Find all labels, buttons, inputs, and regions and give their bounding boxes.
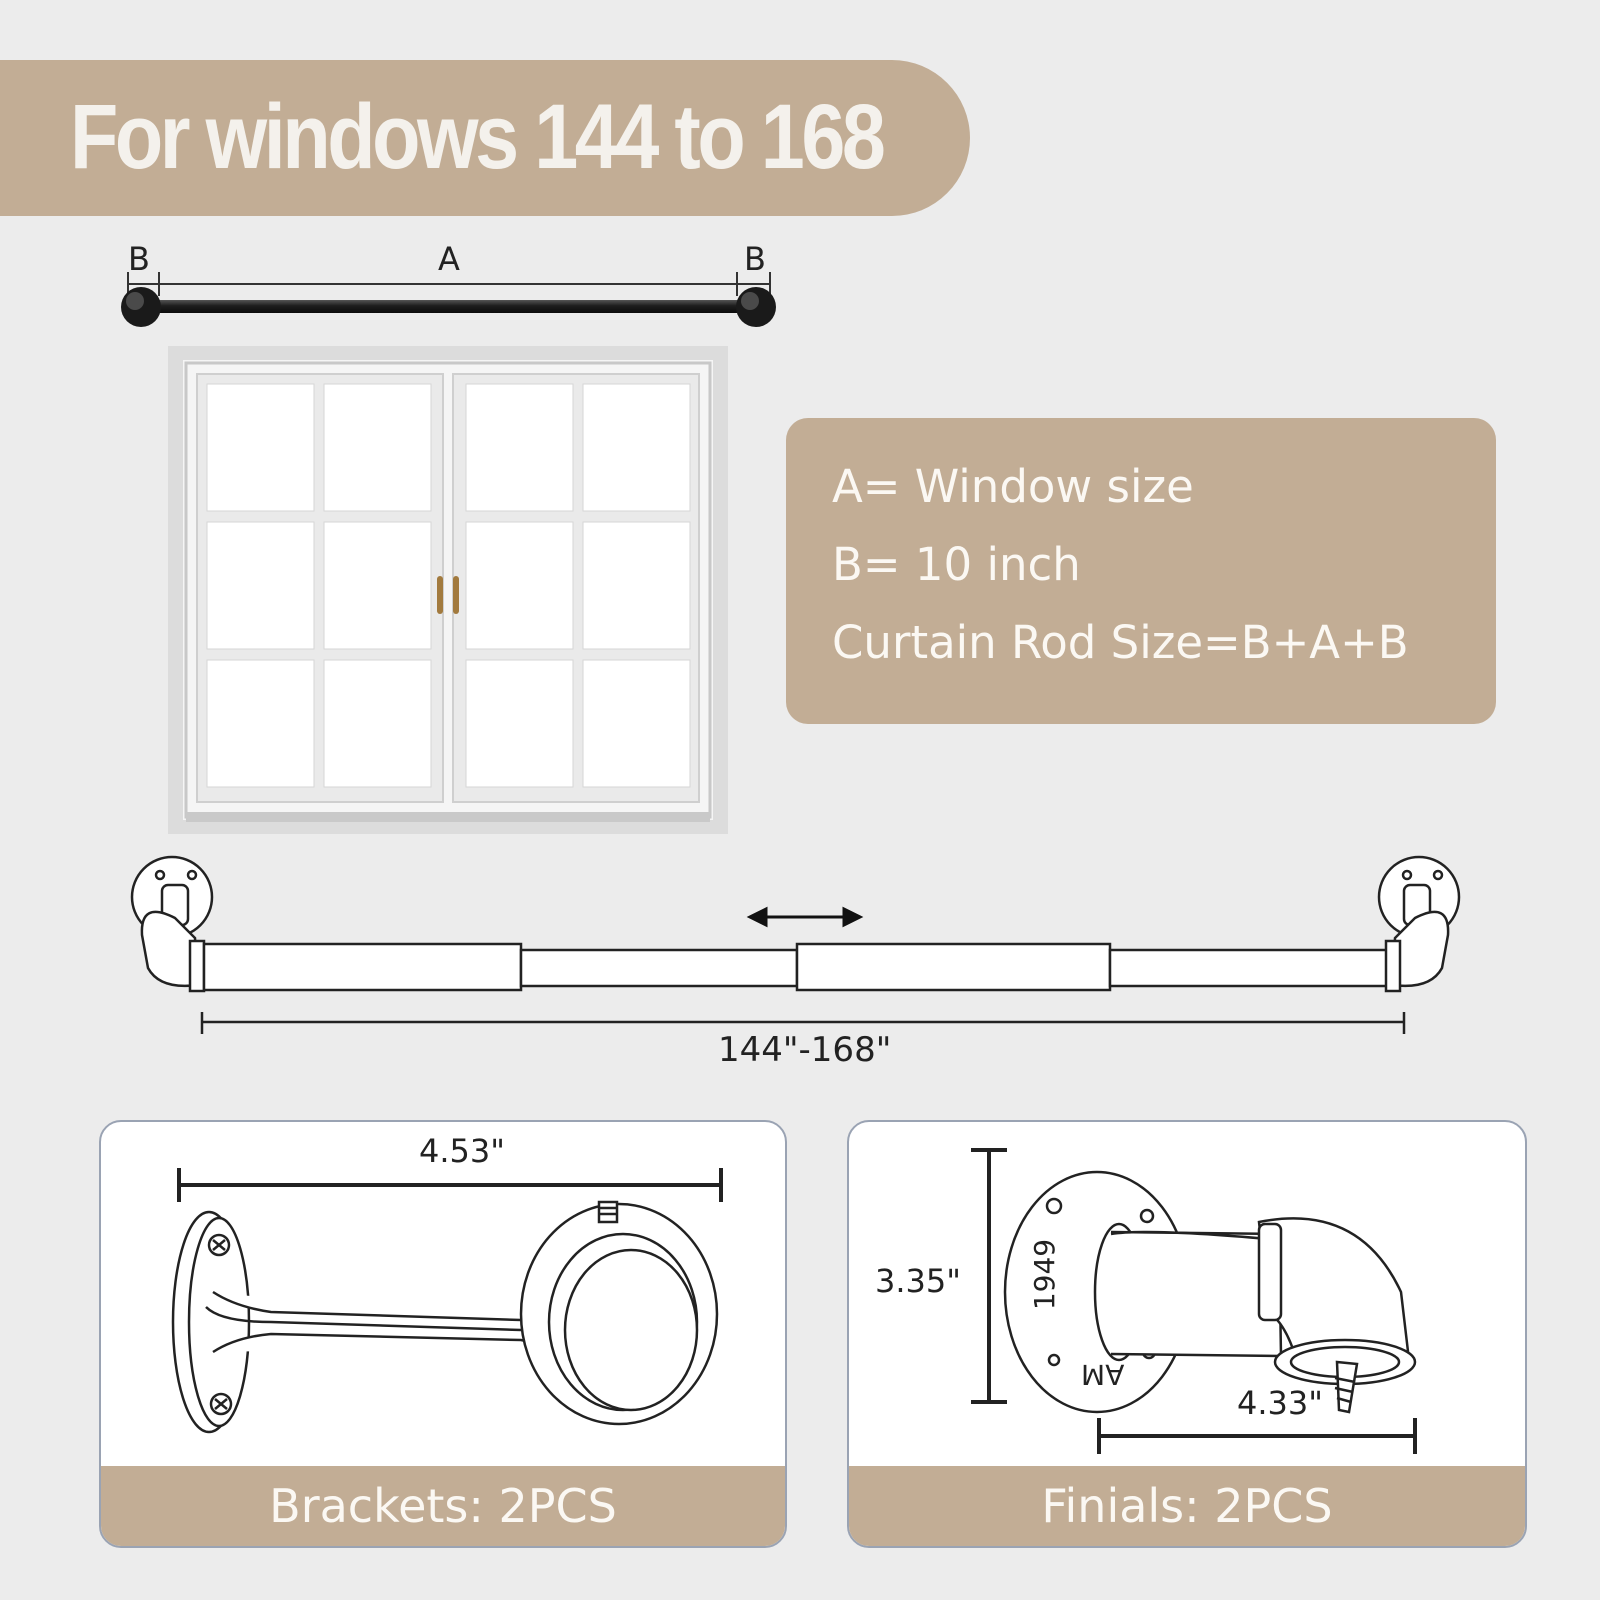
info-rod-formula: Curtain Rod Size=B+A+B bbox=[832, 616, 1409, 669]
page-title: For windows 144 to 168 bbox=[70, 86, 886, 188]
rod-length-label: 144"-168" bbox=[718, 1030, 892, 1070]
top-rod bbox=[150, 300, 750, 313]
title-banner bbox=[0, 60, 970, 216]
finials-panel: 1949 AM 3.35" 4.33" Finials: 2PCS bbox=[847, 1120, 1527, 1548]
info-b-value: B= 10 inch bbox=[832, 538, 1081, 591]
brackets-caption: Brackets: 2PCS bbox=[269, 1479, 617, 1533]
brackets-caption-bar: Brackets: 2PCS bbox=[101, 1466, 785, 1546]
dimension-label-b-left: B bbox=[128, 240, 150, 278]
top-rod-diagram bbox=[121, 272, 776, 327]
window-illustration bbox=[168, 346, 728, 834]
bracket-width-label: 4.53" bbox=[419, 1132, 505, 1170]
finials-caption: Finials: 2PCS bbox=[1041, 1479, 1333, 1533]
telescoping-rod-diagram bbox=[130, 855, 1461, 1034]
finial-drawing bbox=[971, 1148, 1417, 1454]
brackets-panel: 4.53" Brackets: 2PCS bbox=[99, 1120, 787, 1548]
rod-bracket-right bbox=[1377, 855, 1461, 988]
rod-length-dimension bbox=[200, 1012, 1406, 1034]
plate-text-mark: AM bbox=[1081, 1358, 1125, 1391]
top-rod-finial-left bbox=[121, 287, 161, 327]
bracket-drawing bbox=[171, 1168, 723, 1434]
finial-height-label: 3.35" bbox=[875, 1262, 961, 1300]
dimension-label-b-right: B bbox=[744, 240, 766, 278]
adjust-arrow-icon bbox=[746, 906, 864, 928]
finials-caption-bar: Finials: 2PCS bbox=[849, 1466, 1525, 1546]
plate-text-year: 1949 bbox=[1028, 1238, 1062, 1311]
window-handles bbox=[437, 576, 459, 614]
finial-depth-label: 4.33" bbox=[1237, 1384, 1323, 1422]
info-window-size: A= Window size bbox=[832, 460, 1194, 513]
formula-info-box: A= Window size B= 10 inch Curtain Rod Si… bbox=[786, 418, 1496, 724]
rod-bracket-left bbox=[130, 855, 214, 988]
dimension-label-a: A bbox=[438, 240, 460, 278]
top-rod-finial-right bbox=[736, 287, 776, 327]
